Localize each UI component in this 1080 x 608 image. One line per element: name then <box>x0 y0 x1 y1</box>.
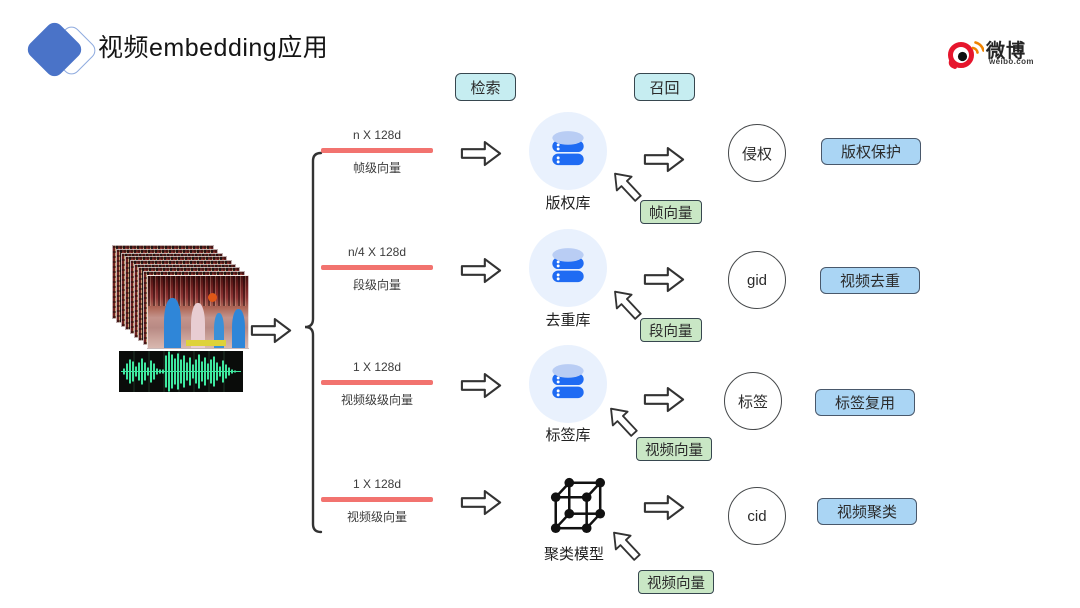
row3-store-halo <box>529 345 607 423</box>
page-title: 视频embedding应用 <box>98 34 329 62</box>
database-icon <box>545 362 591 406</box>
row3-retrieval-arrow-icon <box>460 372 502 399</box>
row4-retrieval-arrow-icon <box>460 489 502 516</box>
row4-store-label: 聚类模型 <box>543 546 604 563</box>
database-icon <box>545 246 591 290</box>
row4-recall-arrow-icon <box>643 494 685 521</box>
row3-recall-arrow-icon <box>643 386 685 413</box>
row4-feedback-label: 视频向量 <box>638 570 714 594</box>
cluster-cube-icon <box>548 474 606 536</box>
row3-app-label: 标签复用 <box>815 389 915 416</box>
row1-dim-label: n X 128d <box>352 128 402 142</box>
database-icon <box>545 129 591 173</box>
row4-vector-line <box>321 497 433 502</box>
row1-app-label: 版权保护 <box>821 138 921 165</box>
row4-result-circle: cid <box>728 487 786 545</box>
row4-level-label: 视频级向量 <box>346 510 407 524</box>
row1-level-label: 帧级向量 <box>352 161 401 175</box>
row3-level-label: 视频级级向量 <box>340 393 413 407</box>
row2-store-label: 去重库 <box>545 312 591 329</box>
row2-recall-arrow-icon <box>643 266 685 293</box>
column-label-retrieval: 检索 <box>455 73 516 101</box>
weibo-brand-text: 微博 <box>986 41 1027 62</box>
video-frame-front <box>147 275 249 349</box>
row2-vector-line <box>321 265 433 270</box>
row2-store-halo <box>529 229 607 307</box>
row3-feedback-label: 视频向量 <box>636 437 712 461</box>
row1-retrieval-arrow-icon <box>460 140 502 167</box>
row1-vector-line <box>321 148 433 153</box>
column-label-recall: 召回 <box>634 73 695 101</box>
media-to-brace-arrow-icon <box>250 317 292 344</box>
split-brace <box>304 151 323 534</box>
row1-feedback-label: 帧向量 <box>640 200 702 224</box>
row3-vector-line <box>321 380 433 385</box>
audio-waveform <box>119 351 243 392</box>
weibo-eye-icon <box>948 41 984 69</box>
row1-result-circle: 侵权 <box>728 124 786 182</box>
row2-app-label: 视频去重 <box>820 267 920 294</box>
row4-app-label: 视频聚类 <box>817 498 917 525</box>
row4-dim-label: 1 X 128d <box>352 477 402 491</box>
row1-store-halo <box>529 112 607 190</box>
row2-level-label: 段级向量 <box>352 278 401 292</box>
weibo-domain-text: weibo.com <box>989 57 1034 66</box>
row3-result-circle: 标签 <box>724 372 782 430</box>
row3-dim-label: 1 X 128d <box>352 360 402 374</box>
row1-store-label: 版权库 <box>545 195 591 212</box>
row1-recall-arrow-icon <box>643 146 685 173</box>
row2-result-circle: gid <box>728 251 786 309</box>
row2-feedback-label: 段向量 <box>640 318 702 342</box>
row2-dim-label: n/4 X 128d <box>347 245 407 259</box>
row2-retrieval-arrow-icon <box>460 257 502 284</box>
video-frame-stack <box>112 245 249 349</box>
row3-store-label: 标签库 <box>545 427 591 444</box>
